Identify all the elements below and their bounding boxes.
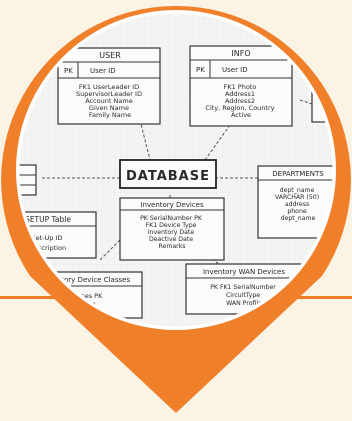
user-field: Account Name (85, 97, 133, 105)
inventory-field: FK1 Device Type (146, 222, 197, 229)
info-field: FK1 Photo (224, 83, 257, 91)
classes-table-title: Inventory Device Classes (42, 276, 131, 284)
departments-field: VARCHAR (50) (275, 194, 319, 201)
wan-field: PK FK1 SerialNumber (210, 284, 276, 291)
inventory-field: PK SerialNumber PK (140, 215, 203, 222)
user-field: Given Name (89, 104, 129, 112)
database-label: DATABASE (126, 169, 210, 184)
wan-field: CircuitType (226, 292, 260, 299)
departments-table-title: DEPARTMENTS (272, 170, 324, 178)
info-key-field: User ID (222, 66, 248, 74)
user-key-field: User ID (90, 67, 116, 75)
svg-text:dept_name VARCHAR (50): dept_name VARCHAR (50) address phone dep… (275, 187, 321, 222)
user-table-title: USER (99, 51, 121, 60)
svg-text:Set-Up ID description: Set-Up ID description (30, 234, 66, 252)
inventory-devices-table: Inventory Devices PK SerialNumber PK FK1… (119, 197, 225, 261)
departments-field: dept_name (281, 215, 316, 222)
departments-table: DEPARTMENTS dept_name VARCHAR (50) addre… (257, 165, 334, 239)
setup-field: description (30, 244, 66, 252)
departments-field: phone (287, 208, 307, 215)
svg-text:PK FK1 SerialNumber C: PK FK1 SerialNumber CircuitType WAN Prof… (210, 284, 278, 307)
departments-field: dept_name (280, 187, 315, 194)
departments-field: address (285, 201, 309, 208)
svg-text:FK1 Photo Address1: FK1 Photo Address1 Address2 City, Region… (205, 83, 276, 119)
inventory-field: Inventory Date (148, 229, 195, 236)
info-field: City, Region, Country (205, 104, 274, 112)
classes-field: Classes PK (68, 292, 103, 300)
setup-field: Set-Up ID (32, 234, 63, 242)
wan-field: WAN Profile (226, 300, 262, 307)
inventory-field: Deactive Date (149, 236, 193, 243)
user-field: FK1 UserLeader ID (79, 83, 139, 91)
user-key-label: PK (64, 67, 73, 75)
svg-text:PK SerialNumber PK FK: PK SerialNumber PK FK1 Device Type Inven… (140, 215, 204, 250)
info-field: Address1 (225, 90, 255, 98)
info-table-title: INFO (231, 49, 250, 58)
wan-table-title: Inventory WAN Devices (203, 268, 285, 276)
setup-table-title: SETUP Table (25, 215, 71, 224)
user-table: USER PK User ID FK1 UserLeader ID Superv… (57, 47, 161, 125)
info-key-label: PK (196, 66, 205, 74)
inventory-table-title: Inventory Devices (140, 201, 204, 209)
database-center-box: DATABASE (119, 159, 217, 189)
user-field: Family Name (89, 111, 131, 119)
info-field: Active (231, 111, 251, 119)
user-field: SupervisorLeader ID (76, 90, 142, 98)
info-table: INFO PK User ID FK1 Photo Address1 Addre… (189, 45, 293, 127)
inventory-field: Remarks (159, 243, 186, 250)
info-field: Address2 (225, 97, 255, 105)
svg-text:FK1 UserLeader ID Su: FK1 UserLeader ID SupervisorLeader ID Ac… (76, 83, 144, 119)
